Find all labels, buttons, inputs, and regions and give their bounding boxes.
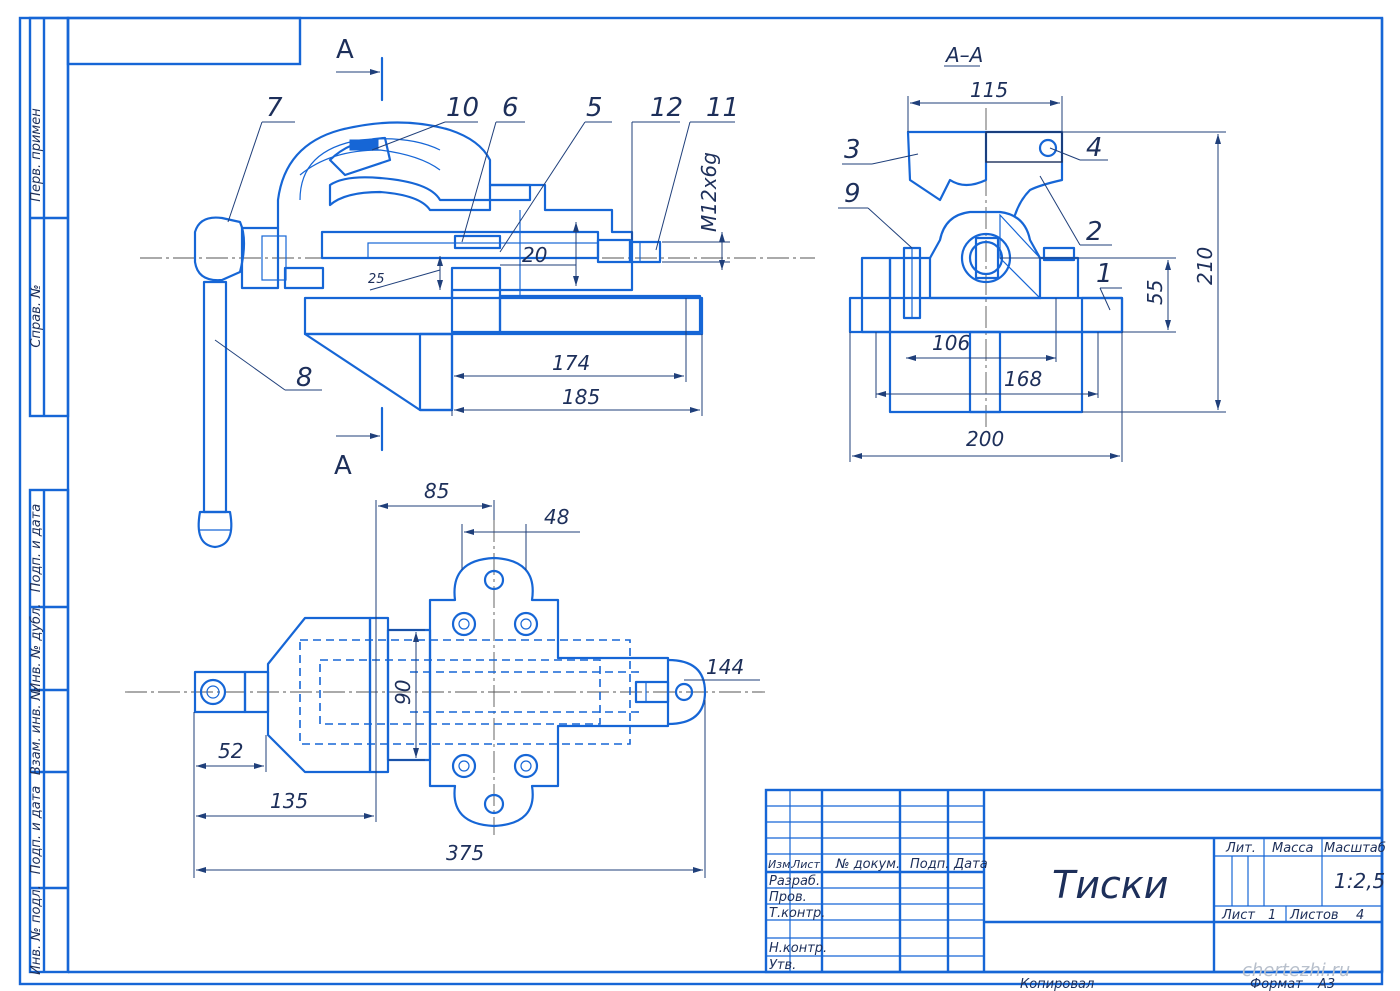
stamp-inv-podl: Инв. № подл.	[29, 885, 44, 975]
front-dimensions: 174 185 20 25 M12x6g	[368, 152, 730, 416]
dim-thread-m12: M12x6g	[697, 152, 721, 232]
tb-kopiroval: Копировал	[1020, 977, 1094, 991]
cut-label-top: A	[336, 35, 354, 65]
dim-106: 106	[932, 331, 970, 355]
section-dimensions: 115 210 55 106 168 200	[849, 78, 1226, 462]
dim-174: 174	[552, 351, 590, 375]
tb-utv: Утв.	[769, 958, 796, 973]
tb-masshtab: Масштаб	[1324, 841, 1386, 856]
dim-144: 144	[706, 655, 744, 679]
part-label-10: 10	[446, 93, 479, 123]
tb-col-data: Дата	[953, 857, 988, 872]
part-label-11: 11	[706, 93, 739, 123]
dim-115: 115	[970, 78, 1008, 102]
tb-tkontr: Т.контр.	[769, 906, 825, 921]
plan-dimensions: 85 48 144 90 52 135 375	[193, 479, 760, 878]
part-label-3: 3	[844, 135, 861, 165]
part-label-4: 4	[1086, 133, 1103, 163]
dim-375: 375	[446, 841, 484, 865]
tb-format-value: A3	[1317, 977, 1335, 991]
part-label-6: 6	[502, 93, 519, 123]
side-stamp: Перв. примен Справ. № Подп. и дата Инв. …	[29, 108, 44, 975]
front-part-labels: 7 10 6 5 12 11 8	[214, 93, 739, 393]
dim-48: 48	[544, 505, 569, 529]
stamp-sprav-no: Справ. №	[29, 284, 44, 347]
section-markers: A A	[334, 35, 384, 481]
tb-title: Тиски	[1052, 863, 1168, 907]
part-label-8: 8	[296, 363, 313, 393]
dim-210: 210	[1193, 247, 1217, 285]
tb-col-list: Лист	[791, 858, 820, 871]
title-block: Изм. Лист № докум. Подп. Дата Разраб. Пр…	[764, 788, 1386, 991]
tb-col-podp: Подп.	[910, 857, 949, 872]
dim-20: 20	[522, 243, 547, 267]
tb-format-label: Формат	[1250, 977, 1303, 991]
dim-85: 85	[424, 479, 449, 503]
dim-90: 90	[391, 680, 415, 705]
dim-25: 25	[368, 272, 385, 287]
part-label-1: 1	[1096, 259, 1113, 289]
tb-col-doc: № докум.	[835, 857, 900, 872]
watermark: chertezhi.ru	[1242, 960, 1350, 981]
tb-listov-label: Листов	[1289, 908, 1339, 923]
part-label-2: 2	[1086, 217, 1103, 247]
tb-listov-value: 4	[1356, 908, 1364, 923]
part-label-12: 12	[650, 93, 683, 123]
tb-prov: Пров.	[769, 890, 807, 905]
stamp-perv-primen: Перв. примен	[29, 108, 44, 202]
tb-scale: 1:2,5	[1334, 869, 1385, 893]
section-part-labels: 3 4 2 9 1	[838, 133, 1122, 311]
tb-massa: Масса	[1272, 841, 1313, 856]
part-label-9: 9	[844, 179, 861, 209]
part-label-5: 5	[586, 93, 603, 123]
stamp-podp-data-1: Подп. и дата	[29, 504, 44, 593]
plan-view	[125, 520, 765, 835]
dim-52: 52	[218, 739, 243, 763]
tb-lit: Лит.	[1225, 841, 1256, 856]
tb-list-value: 1	[1268, 908, 1276, 923]
cut-label-bottom: A	[334, 451, 352, 481]
dim-200: 200	[966, 427, 1004, 451]
tb-razrab: Разраб.	[769, 874, 820, 889]
tb-list-label: Лист	[1221, 908, 1255, 923]
dim-135: 135	[270, 789, 308, 813]
tb-nkontr: Н.контр.	[769, 941, 827, 956]
stamp-inv-dubl: Инв. № дубл.	[29, 604, 44, 693]
section-title: A–A	[944, 43, 983, 67]
dim-185: 185	[562, 385, 600, 409]
tb-col-izm: Изм.	[768, 858, 794, 871]
part-label-7: 7	[266, 93, 283, 123]
front-view	[140, 121, 815, 549]
dim-55: 55	[1143, 280, 1167, 305]
stamp-podp-data-2: Подп. и дата	[29, 786, 44, 875]
dim-168: 168	[1004, 367, 1042, 391]
stamp-vzam-inv: Взам. инв. №	[29, 687, 44, 775]
